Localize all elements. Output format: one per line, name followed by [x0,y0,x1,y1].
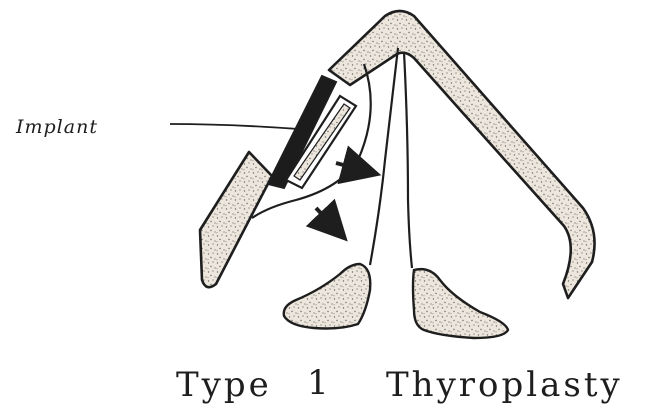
implant-label: Implant [15,116,98,138]
left-vocal-fold-inner [404,52,412,268]
implant-leader-line [170,124,298,129]
caption-type-word: Type [176,365,272,405]
caption-type-number: 1 [307,363,332,403]
medialization-arrow-lower [316,208,334,227]
medialization-arrow-upper [336,163,362,170]
caption-procedure: Thyroplasty [386,365,623,405]
right-arytenoid [413,269,508,338]
thyroid-cartilage-right [329,11,595,298]
left-vocal-fold [370,48,398,265]
left-arytenoid [284,264,371,329]
thyroid-cartilage-left-window-edge [200,152,272,287]
